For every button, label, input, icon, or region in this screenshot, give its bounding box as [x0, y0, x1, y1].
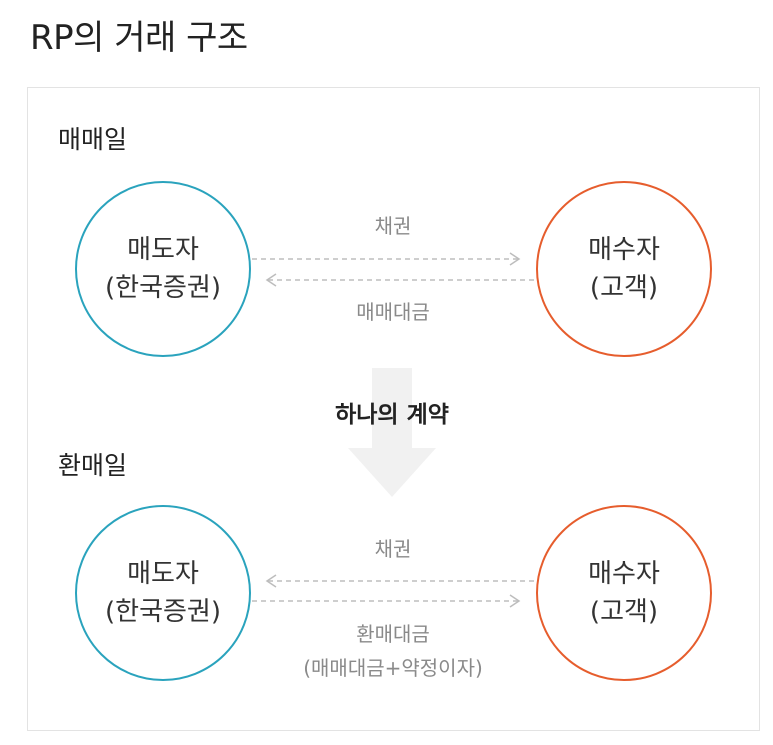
repurchase-buyer-name: 매수자: [588, 559, 660, 589]
purchase-day-label: 매매일: [58, 125, 128, 154]
purchase-buyer-entity: (고객): [589, 273, 659, 303]
purchase-payment-label: 매매대금: [356, 300, 430, 324]
repurchase-seller-entity: (한국증권): [105, 597, 221, 627]
repurchase-seller-node: 매도자 (한국증권): [75, 505, 251, 681]
repurchase-seller-name: 매도자: [127, 559, 199, 589]
purchase-bond-label: 채권: [374, 214, 412, 238]
single-contract-label: 하나의 계약: [335, 402, 449, 428]
purchase-buyer-node: 매수자 (고객): [536, 181, 712, 357]
purchase-payment-arrow: [265, 273, 535, 287]
repurchase-bond-label: 채권: [374, 537, 412, 561]
repurchase-payment-label-detail: (매매대금+약정이자): [303, 656, 483, 680]
big-down-arrow: [348, 368, 436, 497]
repurchase-day-label: 환매일: [58, 451, 128, 480]
purchase-bond-arrow: [252, 252, 521, 266]
repurchase-bond-arrow: [265, 574, 535, 588]
repurchase-payment-label: 환매대금 (매매대금+약정이자): [303, 617, 483, 685]
repurchase-payment-arrow: [252, 594, 521, 608]
page-title: RP의 거래 구조: [30, 18, 248, 58]
purchase-seller-entity: (한국증권): [105, 273, 221, 303]
repurchase-buyer-entity: (고객): [589, 597, 659, 627]
purchase-seller-name: 매도자: [127, 235, 199, 265]
purchase-seller-node: 매도자 (한국증권): [75, 181, 251, 357]
repurchase-payment-label-main: 환매대금: [356, 622, 430, 646]
repurchase-buyer-node: 매수자 (고객): [536, 505, 712, 681]
purchase-buyer-name: 매수자: [588, 235, 660, 265]
